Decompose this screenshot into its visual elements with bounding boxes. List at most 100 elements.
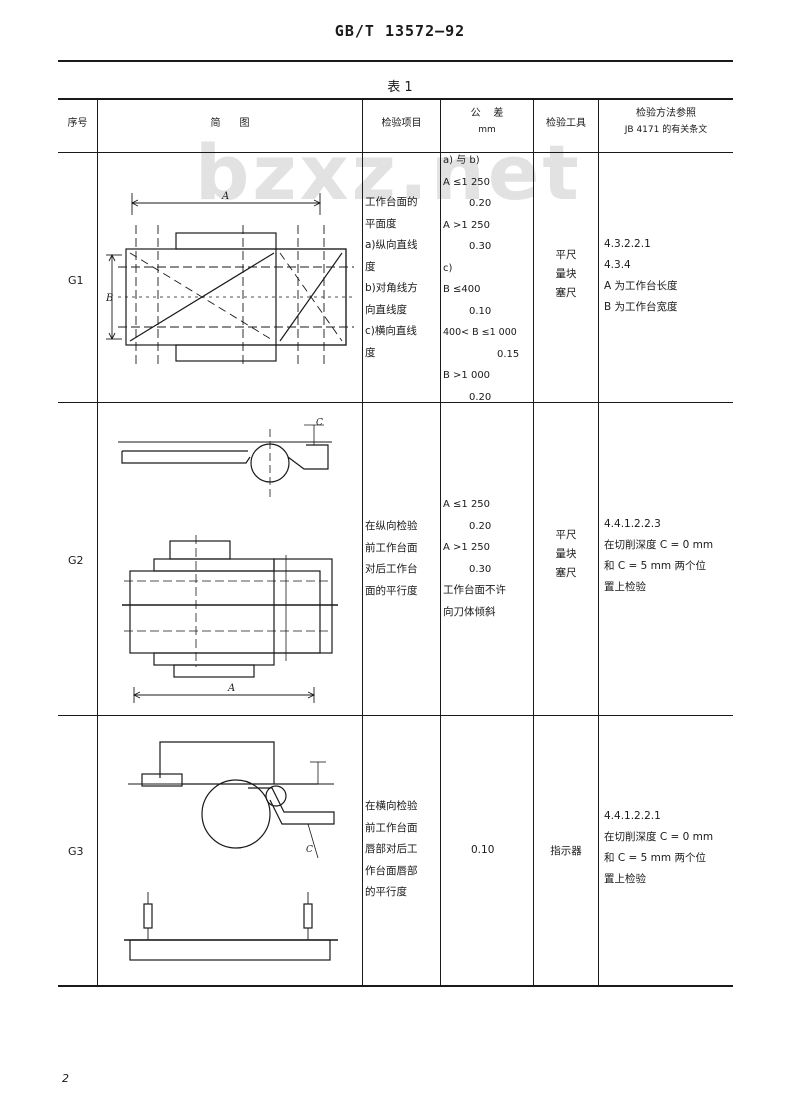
tolerance-line: A >1 250 <box>443 219 491 231</box>
item-line: 在横向检验 <box>365 800 418 812</box>
row-g3-method: 4.4.1.2.2.1 在切削深度 C = 0 mm 和 C = 5 mm 两个… <box>604 806 713 890</box>
row-g3-tool: 指示器 <box>534 842 598 861</box>
tool-line: 平尺 <box>555 249 577 261</box>
tolerance-line: 0.20 <box>469 198 492 209</box>
standard-code: GB/T 13572—92 <box>334 22 466 40</box>
tool-line: 指示器 <box>550 845 582 857</box>
tolerance-line: 0.20 <box>469 520 492 532</box>
method-line: 4.3.2.2.1 <box>604 238 651 250</box>
row-g2-tool: 平尺 量块 塞尺 <box>534 526 598 583</box>
tool-line: 平尺 <box>555 529 577 541</box>
header-seq: 序号 <box>67 118 88 129</box>
col-divider-5 <box>598 98 599 986</box>
watermark: bzxz.net <box>195 128 582 217</box>
row-g1-bottom-border <box>58 402 733 403</box>
g2-depth-label: C <box>316 418 323 428</box>
method-line: 4.3.4 <box>604 259 631 271</box>
row-g1-seq: G1 <box>68 274 84 287</box>
tolerance-line: 0.10 <box>469 305 492 317</box>
header-tolerance: 公 差 mm <box>441 106 533 138</box>
col-divider-1 <box>97 98 98 986</box>
tolerance-line: c) <box>443 262 453 274</box>
table-caption: 表 1 <box>387 80 413 95</box>
tolerance-line: 0.10 <box>471 844 495 856</box>
item-line: 对后工作台 <box>365 563 418 575</box>
item-line: b)对角线方 <box>365 282 418 294</box>
row-g1-method: 4.3.2.2.1 4.3.4 A 为工作台长度 B 为工作台宽度 <box>604 234 678 318</box>
item-line: 面的平行度 <box>365 584 418 597</box>
tool-line: 量块 <box>555 268 577 280</box>
item-line: 度 <box>365 346 376 359</box>
header-rule <box>58 60 733 62</box>
tolerance-line: 工作台面不许 <box>443 584 506 596</box>
item-line: a)纵向直线 <box>365 239 418 251</box>
col-divider-4 <box>533 98 534 986</box>
header-method-line-1: 检验方法参照 <box>636 108 696 119</box>
item-line: 唇部对后工 <box>365 843 418 855</box>
col-divider-3 <box>440 98 441 986</box>
item-line: 前工作台面 <box>365 821 418 834</box>
col-divider-2 <box>362 98 363 986</box>
tolerance-line: 0.30 <box>469 563 492 575</box>
tolerance-line: B ≤400 <box>443 284 481 295</box>
item-line: 工作台面的 <box>365 196 418 208</box>
method-line: 4.4.1.2.2.1 <box>604 810 661 822</box>
item-line: 前工作台面 <box>365 541 418 554</box>
item-line: 向直线度 <box>365 303 407 316</box>
g2-dimension-a-label: A <box>227 683 235 694</box>
row-g2-tolerance: A ≤1 250 0.20 A >1 250 0.30 工作台面不许 向刀体倾斜 <box>443 494 506 623</box>
method-line: 置上检验 <box>604 873 646 885</box>
item-line: 作台面唇部 <box>365 864 418 877</box>
row-g2-item: 在纵向检验 前工作台面 对后工作台 面的平行度 <box>365 516 418 602</box>
method-line: 在切削深度 C = 0 mm <box>604 831 714 843</box>
header-item: 检验项目 <box>381 118 422 129</box>
method-line: 4.4.1.2.2.3 <box>604 518 661 530</box>
method-line: B 为工作台宽度 <box>604 301 678 313</box>
header-method-line-2: JB 4171 的有关条文 <box>624 125 708 135</box>
item-line: c)横向直线 <box>365 325 417 337</box>
table-top-border <box>58 98 733 100</box>
g2-table-diagram: C A <box>118 418 338 703</box>
row-g3-seq: G3 <box>68 845 84 858</box>
g1-table-diagram: A B <box>105 191 354 367</box>
row-g1-item: 工作台面的 平面度 a)纵向直线 度 b)对角线方 向直线度 c)横向直线 度 <box>365 192 418 364</box>
tolerance-line: A >1 250 <box>443 542 491 553</box>
row-g1-tool: 平尺 量块 塞尺 <box>534 246 598 303</box>
tolerance-line: 0.30 <box>469 241 492 252</box>
item-line: 的平行度 <box>365 886 407 898</box>
tool-line: 塞尺 <box>555 567 577 579</box>
method-line: 置上检验 <box>604 581 646 593</box>
g3-depth-label: C <box>306 845 313 855</box>
g1-dimension-b-label: B <box>105 293 113 304</box>
item-line: 度 <box>365 260 376 273</box>
item-line: 在纵向检验 <box>365 520 418 532</box>
row-g2-bottom-border <box>58 715 733 716</box>
row-g3-tolerance: 0.10 <box>471 840 494 862</box>
tolerance-line: B >1 000 <box>443 370 491 381</box>
method-line: 和 C = 5 mm 两个位 <box>604 852 706 864</box>
row-g3-item: 在横向检验 前工作台面 唇部对后工 作台面唇部 的平行度 <box>365 796 418 904</box>
item-line: 平面度 <box>365 217 397 230</box>
row-g1-tolerance: a) 与 b) A ≤1 250 0.20 A >1 250 0.30 c) B… <box>443 150 519 408</box>
method-line: 和 C = 5 mm 两个位 <box>604 560 706 572</box>
tolerance-line: 0.20 <box>469 391 492 403</box>
tolerance-line: A ≤1 250 <box>443 176 491 188</box>
header-bottom-border <box>58 152 733 153</box>
tolerance-line: a) 与 b) <box>443 155 480 166</box>
tool-line: 量块 <box>555 548 577 560</box>
page-number: 2 <box>62 1072 69 1085</box>
tolerance-line: A ≤1 250 <box>443 499 491 510</box>
method-line: 在切削深度 C = 0 mm <box>604 539 714 551</box>
header-tolerance-unit: mm <box>478 125 496 135</box>
method-line: A 为工作台长度 <box>604 280 678 292</box>
tolerance-line: 400< B ≤1 000 <box>443 327 517 338</box>
row-g2-method: 4.4.1.2.2.3 在切削深度 C = 0 mm 和 C = 5 mm 两个… <box>604 514 713 598</box>
header-tool: 检验工具 <box>546 118 586 129</box>
g3-table-diagram: C <box>124 741 338 961</box>
header-diagram: 简 图 <box>210 118 250 129</box>
row-g2-seq: G2 <box>68 554 84 567</box>
g1-dimension-a-label: A <box>221 191 229 202</box>
table-bottom-border <box>58 985 733 987</box>
header-tolerance-label: 公 差 <box>470 108 504 119</box>
header-method: 检验方法参照 JB 4171 的有关条文 <box>599 106 733 138</box>
